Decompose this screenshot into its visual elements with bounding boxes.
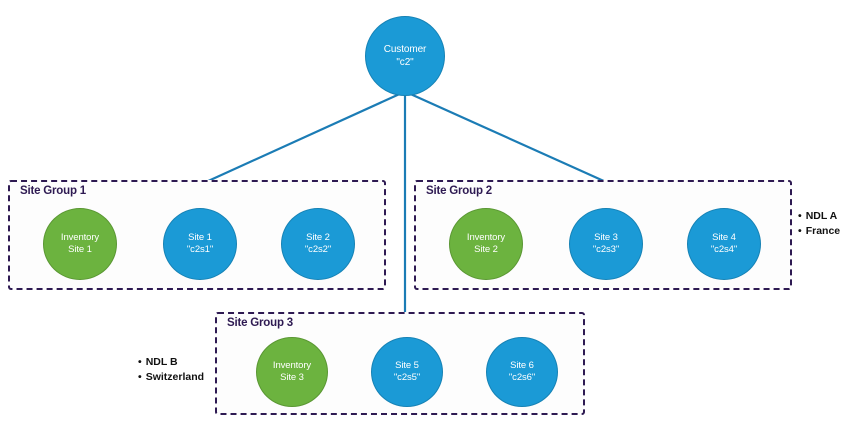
ndl-b-annotation-line-1: NDL B bbox=[138, 355, 204, 370]
ndl-b-annotation-line-2: Switzerland bbox=[138, 370, 204, 385]
node-site-1-label-primary: Site 1 bbox=[188, 232, 212, 243]
node-customer-label-secondary: "c2" bbox=[396, 57, 414, 68]
node-inventory-site-3-label-primary: Inventory bbox=[272, 360, 312, 371]
node-inventory-site-2[interactable]: Inventory Site 2 bbox=[449, 208, 523, 280]
node-site-6-label-secondary: "c2s6" bbox=[508, 372, 536, 383]
group-label-site-group-1: Site Group 1 bbox=[18, 185, 88, 197]
node-site-5[interactable]: Site 5 "c2s5" bbox=[371, 337, 443, 407]
ndl-b-annotation: NDL B Switzerland bbox=[138, 355, 204, 385]
node-inventory-site-2-label-primary: Inventory bbox=[466, 232, 506, 243]
node-customer[interactable]: Customer "c2" bbox=[365, 16, 445, 96]
node-inventory-site-3-label-secondary: Site 3 bbox=[280, 372, 304, 383]
node-inventory-site-3[interactable]: Inventory Site 3 bbox=[256, 337, 328, 407]
ndl-a-annotation-line-2: France bbox=[798, 224, 840, 239]
node-site-2[interactable]: Site 2 "c2s2" bbox=[281, 208, 355, 280]
ndl-a-annotation: NDL A France bbox=[798, 209, 840, 239]
edge-customer-to-site-group-2 bbox=[405, 90, 607, 184]
node-inventory-site-2-label-secondary: Site 2 bbox=[474, 244, 498, 255]
node-inventory-site-1-label-primary: Inventory bbox=[60, 232, 100, 243]
group-box-site-group-3[interactable]: Site Group 3 Inventory Site 3 Site 5 "c2… bbox=[215, 312, 585, 415]
edge-customer-to-site-group-1 bbox=[205, 90, 405, 184]
node-site-1[interactable]: Site 1 "c2s1" bbox=[163, 208, 237, 280]
node-inventory-site-1-label-secondary: Site 1 bbox=[68, 244, 92, 255]
node-site-5-label-primary: Site 5 bbox=[395, 360, 419, 371]
node-site-4[interactable]: Site 4 "c2s4" bbox=[687, 208, 761, 280]
group-label-site-group-3: Site Group 3 bbox=[225, 317, 295, 329]
node-site-1-label-secondary: "c2s1" bbox=[186, 244, 214, 255]
node-site-2-label-primary: Site 2 bbox=[306, 232, 330, 243]
node-site-6[interactable]: Site 6 "c2s6" bbox=[486, 337, 558, 407]
node-site-4-label-primary: Site 4 bbox=[712, 232, 736, 243]
node-inventory-site-1[interactable]: Inventory Site 1 bbox=[43, 208, 117, 280]
group-box-site-group-2[interactable]: Site Group 2 Inventory Site 2 Site 3 "c2… bbox=[414, 180, 792, 290]
node-site-2-label-secondary: "c2s2" bbox=[304, 244, 332, 255]
node-site-6-label-primary: Site 6 bbox=[510, 360, 534, 371]
ndl-a-annotation-line-1: NDL A bbox=[798, 209, 840, 224]
node-site-5-label-secondary: "c2s5" bbox=[393, 372, 421, 383]
node-customer-label-primary: Customer bbox=[383, 44, 427, 55]
node-site-4-label-secondary: "c2s4" bbox=[710, 244, 738, 255]
node-site-3-label-secondary: "c2s3" bbox=[592, 244, 620, 255]
node-site-3-label-primary: Site 3 bbox=[594, 232, 618, 243]
group-label-site-group-2: Site Group 2 bbox=[424, 185, 494, 197]
group-box-site-group-1[interactable]: Site Group 1 Inventory Site 1 Site 1 "c2… bbox=[8, 180, 386, 290]
node-site-3[interactable]: Site 3 "c2s3" bbox=[569, 208, 643, 280]
